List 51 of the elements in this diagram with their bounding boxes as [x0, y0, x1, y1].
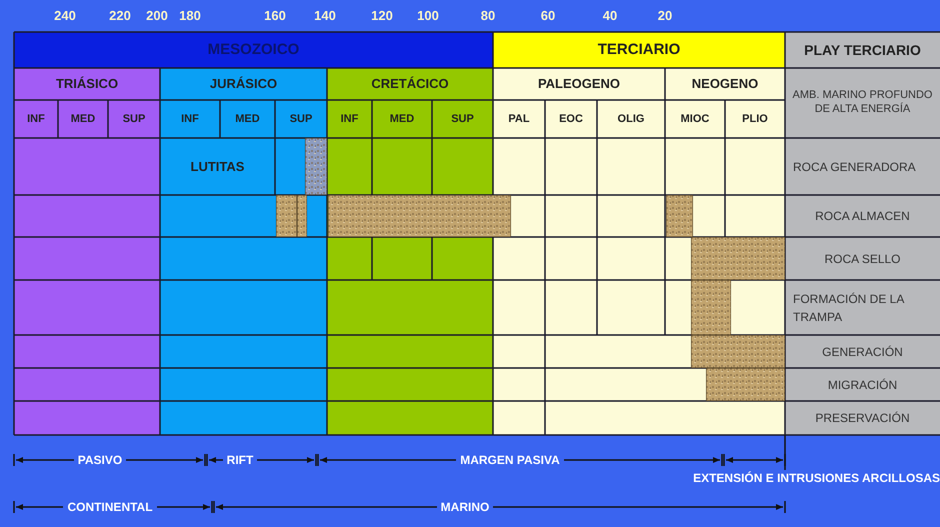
scale-number: 100 — [417, 7, 439, 26]
header-label: MED — [235, 112, 260, 127]
header-label: TERCIARIO — [598, 40, 680, 60]
header-label: EOC — [559, 112, 583, 127]
scale-number: 20 — [658, 7, 672, 26]
hatched-bar — [328, 195, 511, 237]
scale-number: 120 — [371, 7, 393, 26]
scale-number: 60 — [540, 7, 556, 26]
hatched-bar — [691, 335, 785, 368]
header-label: SUP — [451, 112, 474, 127]
row-label: GENERACIÓN — [822, 344, 903, 360]
header-label: SUP — [290, 112, 312, 127]
row-label: PRESERVACIÓN — [815, 410, 910, 427]
scale-number: 180 — [179, 7, 201, 26]
header-label: INF — [340, 112, 358, 127]
header-label: PALEOGENO — [538, 75, 620, 94]
header-label: OLIG — [618, 112, 644, 127]
hatched-bar — [691, 237, 785, 280]
header-label: INF — [27, 112, 45, 127]
scale-number: 80 — [480, 7, 496, 26]
header-label: PLIO — [742, 112, 768, 127]
scale-number: 200 — [146, 7, 168, 26]
header-label: MED — [390, 112, 414, 127]
header-label: LUTITAS — [190, 158, 244, 176]
row-label: ROCA ALMACEN — [815, 208, 910, 225]
header-label: JURÁSICO — [210, 75, 278, 94]
header-label: NEOGENO — [692, 75, 758, 94]
row-label: MIGRACIÓN — [828, 376, 898, 394]
header-label: PAL — [508, 112, 530, 127]
header-label: INF — [181, 112, 199, 127]
header-label: TRIÁSICO — [56, 75, 118, 94]
hatched-bar — [276, 195, 297, 237]
scale-number: 140 — [314, 7, 336, 26]
hatched-bar — [706, 368, 785, 401]
row-label: FORMACIÓN DE LA TRAMPA — [793, 290, 906, 326]
header-label: AMB. MARINO PROFUNDO DE ALTA ENERGÍA — [792, 89, 934, 117]
header-label: PLAY TERCIARIO — [804, 40, 921, 60]
header-label: MIOC — [680, 112, 710, 127]
header-label: CRETÁCICO — [371, 75, 449, 94]
span-label: EXTENSIÓN E INTRUSIONES ARCILLOSAS — [693, 470, 940, 487]
header-label: SUP — [122, 112, 146, 127]
header-label: MESOZOICO — [208, 40, 300, 60]
scale-number: 160 — [264, 7, 286, 26]
hatched-bar — [691, 280, 731, 335]
scale-number: 220 — [109, 7, 131, 26]
header-label: MED — [70, 112, 96, 127]
scale-number: 40 — [602, 7, 618, 26]
hatched-bar — [666, 195, 693, 237]
row-label: ROCA GENERADORA — [793, 158, 916, 176]
row-label: ROCA SELLO — [824, 250, 901, 268]
scale-number: 240 — [54, 7, 76, 26]
